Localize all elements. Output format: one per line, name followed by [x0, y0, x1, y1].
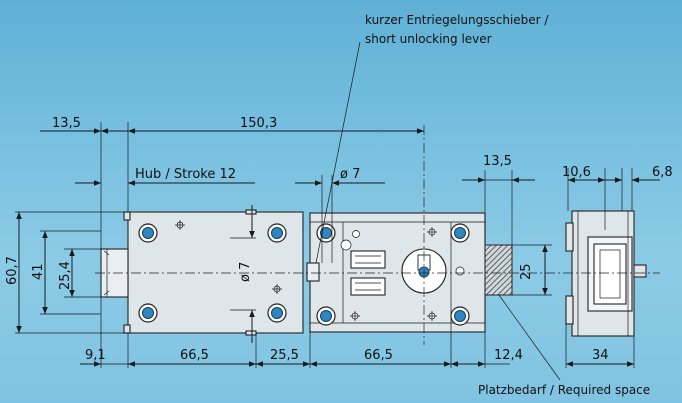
side-view: [565, 210, 647, 337]
dim-bottom-c: 25,5: [270, 348, 299, 363]
leader-lines: [315, 41, 561, 381]
mounting-hole: [138, 303, 158, 323]
dim-bottom-b: 66,5: [180, 348, 209, 363]
center-lines: [95, 125, 660, 345]
extension-lines: [15, 122, 635, 368]
dim-side-top-a: 10,6: [562, 165, 591, 180]
dim-hole-diameter-vertical: ø 7: [238, 262, 253, 282]
plate-small-hole: [340, 227, 465, 321]
unlocking-lever-label-en: short unlocking lever: [365, 32, 492, 46]
dim-mid-right: 13,5: [483, 154, 512, 169]
dim-height-bolt: 25,4: [58, 261, 73, 290]
mounting-hole: [267, 303, 287, 323]
dim-hole-diameter-top: ø 7: [340, 167, 360, 182]
plate-hole: [450, 223, 470, 243]
required-space-area: [484, 244, 513, 296]
plate-hole: [316, 223, 336, 243]
mounting-hole: [138, 223, 158, 243]
dim-bottom-e: 12,4: [494, 348, 523, 363]
stroke-label: Hub / Stroke 12: [135, 167, 236, 182]
required-space-label: Platzbedarf / Required space: [478, 383, 650, 397]
dim-side-top-b: 6,8: [652, 165, 673, 180]
dim-height-total: 60,7: [5, 256, 20, 285]
cross-mark: [175, 220, 282, 294]
dim-bottom-a: 9,1: [85, 348, 106, 363]
dim-top-left: 13,5: [52, 116, 81, 131]
plate-hole: [316, 306, 336, 326]
dim-height-inner: 41: [31, 263, 46, 280]
dim-bottom-d: 66,5: [364, 348, 393, 363]
unlocking-lever: [306, 262, 320, 282]
plate-slot: [350, 250, 386, 296]
dim-top-overall: 150,3: [240, 116, 277, 131]
dimension-lines: [16, 128, 660, 367]
mounting-hole: [267, 223, 287, 243]
plate-hole: [450, 306, 470, 326]
unlocking-lever-label-de: kurzer Entriegelungsschieber /: [365, 13, 549, 27]
dim-height-space: 25: [519, 263, 534, 280]
dim-side-width: 34: [592, 348, 609, 363]
